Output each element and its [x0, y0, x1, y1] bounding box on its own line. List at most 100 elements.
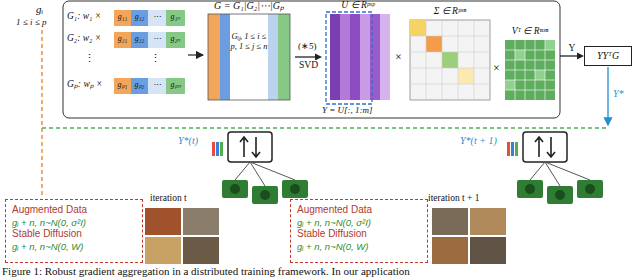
label-text: (∗5) — [298, 41, 317, 51]
cell — [166, 78, 185, 94]
gradient-path — [41, 30, 42, 198]
vt-matrix-node: Vᵀ ∈ Rⁿˣⁿ — [500, 26, 560, 102]
node-text: Augmented Data — [12, 204, 136, 217]
grid — [505, 40, 555, 100]
noise-source-box: Augmented Datagᵢ + n, n~N(0, σ²I)Stable … — [290, 199, 428, 263]
node-text: YYᵀG — [597, 50, 619, 63]
cell — [148, 78, 166, 94]
node-text: Stable Diffusion — [297, 228, 421, 241]
column — [360, 14, 370, 100]
label-text: × — [493, 62, 500, 76]
label-text: G₂: w₂ × — [67, 33, 101, 44]
gradient-path — [42, 127, 608, 128]
outer-frame — [63, 1, 560, 118]
cell — [515, 50, 525, 60]
u-matrix — [326, 12, 390, 104]
cell — [505, 80, 515, 90]
label-text: Gₚ: wₚ × — [67, 79, 103, 90]
gpu-icon — [282, 180, 308, 198]
label-text: g₂ₙ — [166, 34, 185, 43]
node-text: U ∈ Rᵖˣᵖ — [322, 0, 394, 11]
column — [330, 14, 340, 100]
label-text: iteration t — [150, 193, 187, 204]
gradient-bar — [511, 142, 514, 156]
label-text: ⋮ — [150, 52, 161, 65]
label-text: × — [395, 51, 402, 65]
label-text: g₁ₙ — [166, 12, 185, 21]
gpu-fan — [525, 184, 535, 194]
photo — [432, 237, 468, 264]
cell — [545, 40, 555, 50]
matrix-border — [208, 14, 290, 100]
column — [208, 14, 220, 100]
projection-box: YYᵀG — [584, 46, 632, 66]
label-text: ⋯ — [148, 12, 166, 21]
column — [278, 14, 290, 100]
node-text: Augmented Data — [297, 204, 421, 217]
label-text: Y = U[:, 1:m] — [322, 105, 373, 115]
photo — [145, 237, 181, 264]
label-text: ⋯ — [148, 80, 166, 89]
column — [230, 14, 268, 100]
label-text: Y*(t) — [178, 135, 198, 147]
edge-label: SVD — [298, 60, 319, 71]
gpu-fan — [585, 184, 595, 194]
gradient-bar — [515, 142, 518, 156]
cell — [458, 68, 474, 84]
column — [220, 14, 230, 100]
label-text: iteration t + 1 — [428, 193, 480, 204]
gpu-fan — [555, 190, 565, 200]
photo — [145, 208, 181, 235]
label-text: Y* — [613, 88, 624, 100]
cell — [148, 32, 166, 48]
server-group-t — [212, 132, 308, 204]
gpu-fan — [260, 190, 270, 200]
cell — [131, 10, 148, 26]
u-matrix-node: U ∈ Rᵖˣᵖ — [322, 0, 394, 104]
cell — [114, 32, 131, 48]
label-text: g₁₁ — [114, 12, 131, 21]
sigma-matrix-node: Σ ∈ Rᵖˣⁿ — [408, 6, 492, 102]
connector-line — [295, 56, 316, 57]
label-text: 1 ≤ i ≤ p — [16, 17, 46, 27]
label-text: gᵢ — [36, 3, 43, 16]
gradient-bar — [220, 142, 223, 156]
gpu-icon — [252, 186, 278, 204]
label-text: gₚ₁ — [114, 80, 131, 89]
arrow-head — [577, 53, 584, 60]
node-text: Σ ∈ Rᵖˣⁿ — [408, 6, 492, 17]
sigma-matrix — [410, 20, 490, 100]
gpu-fan — [230, 184, 240, 194]
label-text: ⋮ — [84, 52, 95, 65]
server-icon — [523, 132, 567, 162]
g-matrix — [208, 14, 290, 100]
cell — [166, 32, 185, 48]
broadcast-arrow — [607, 67, 608, 125]
concat-arrow — [188, 54, 203, 55]
gpu-icon — [577, 180, 603, 198]
column — [380, 14, 390, 100]
edge-label: Y — [568, 43, 577, 54]
vt-matrix — [505, 40, 555, 100]
label-text: g₂₂ — [131, 34, 148, 43]
gradient-rows — [114, 10, 185, 94]
animal-images-t — [145, 208, 219, 264]
gpu-fan — [290, 184, 300, 194]
column — [340, 14, 350, 100]
sync-arrows — [240, 137, 260, 157]
selection-box — [326, 12, 372, 104]
cell — [114, 10, 131, 26]
gpu-icon — [222, 180, 248, 198]
label-text: Y*(t + 1) — [460, 135, 497, 147]
gpu-icon — [547, 186, 573, 204]
column — [268, 14, 278, 100]
server-group-t1 — [507, 132, 603, 204]
gradient-bar — [507, 142, 510, 156]
label-text: gₚ₂ — [131, 80, 148, 89]
cell — [442, 52, 458, 68]
photo — [432, 208, 468, 235]
sync-arrows — [535, 137, 555, 157]
matrix-fill — [505, 40, 555, 100]
cell — [166, 10, 185, 26]
